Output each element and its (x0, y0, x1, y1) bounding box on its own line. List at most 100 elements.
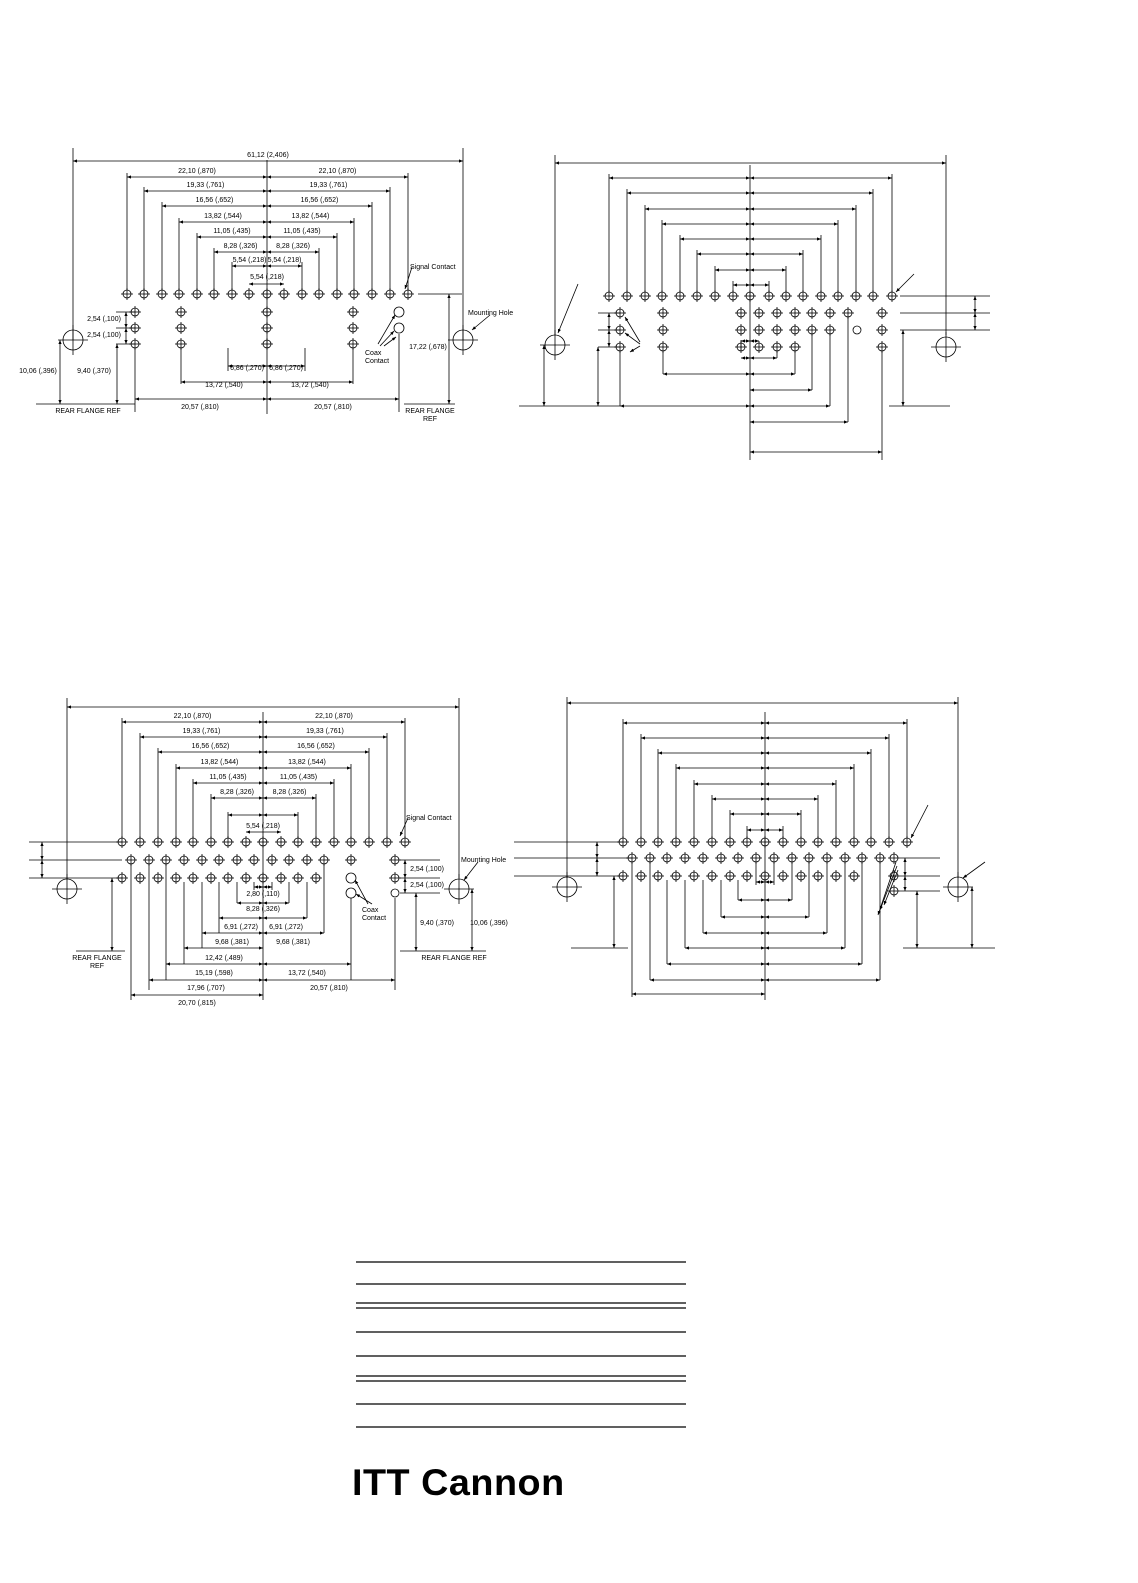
overall-dimension-label: 61,12 (2,406) (247, 152, 289, 159)
dimension-label: 20,70 (,815) (178, 1000, 216, 1007)
dimension-label: 6,86 (,270) (230, 365, 264, 372)
dimension-label: 22,10 (,870) (178, 168, 216, 175)
rear-flange-label: REAR FLANGE (72, 955, 122, 962)
dimension-label: 22,10 (,870) (174, 713, 212, 720)
dimension-label: 8,28 (,326) (246, 906, 280, 913)
dimension-label: 8,28 (,326) (273, 789, 307, 796)
coax-leader (379, 330, 395, 347)
dimension-label: 13,82 (,544) (201, 759, 239, 766)
dimension-label: 11,05 (,435) (280, 774, 317, 781)
blank-table-lines (356, 1261, 686, 1428)
diagram-bottom-right (514, 697, 995, 1000)
dimension-label: 17,96 (,707) (187, 985, 225, 992)
mounting-hole-leader (557, 283, 579, 334)
dimension-label: 5,54 (,218) (233, 257, 267, 264)
dimension-label: 22,10 (,870) (319, 168, 357, 175)
dimension-label: 17,22 (,678) (409, 344, 447, 351)
dimension-label: 13,72 (,540) (291, 382, 329, 389)
diagram-top-left: 61,12 (2,406) 22,10 (,870) 19,33 (,761) 16,… (19, 148, 513, 423)
dimension-label: 6,91 (,272) (224, 924, 258, 931)
mounting-hole-leader (471, 314, 491, 331)
itt-cannon-logo: ITT Cannon (352, 1462, 565, 1503)
dimension-label: 20,57 (,810) (310, 985, 348, 992)
dimension-label: 11,05 (,435) (283, 228, 320, 235)
dimension-label: 16,56 (,652) (297, 743, 335, 750)
dimension-label: 9,68 (,381) (276, 939, 310, 946)
dimension-label: 2,54 (,100) (87, 332, 121, 339)
coax-contact-pin (393, 306, 405, 318)
coax-contact-pin (345, 887, 357, 899)
coax-contact-label: Contact (365, 358, 389, 365)
dimension-label: 8,28 (,326) (220, 789, 254, 796)
rear-flange-label: REF (90, 963, 104, 970)
dimension-label: 16,56 (,652) (192, 743, 230, 750)
signal-contact-leader (399, 817, 409, 837)
coax-leader (383, 336, 397, 347)
dimension-label: 20,57 (,810) (314, 404, 352, 411)
dimension-label: 9,68 (,381) (215, 939, 249, 946)
dimension-label: 6,91 (,272) (269, 924, 303, 931)
dimension-label: 5,54 (,218) (268, 257, 302, 264)
dimension-label: 11,05 (,435) (209, 774, 246, 781)
coax-leader (629, 345, 641, 353)
dimension-label: 5,54 (,218) (246, 823, 280, 830)
dimension-label: 13,72 (,540) (205, 382, 243, 389)
dimension-label: 19,33 (,761) (183, 728, 221, 735)
dimension-label: 19,33 (,761) (187, 182, 225, 189)
mounting-hole-label: Mounting Hole (461, 857, 506, 864)
contact-pin (852, 325, 862, 335)
signal-contact-leader (910, 804, 929, 839)
coax-leader (624, 316, 641, 343)
diagram-top-right (519, 155, 990, 460)
diagram-bottom-left: 22,10 (,870) 19,33 (,761) 16,56 (,652) 13,8… (29, 698, 508, 1007)
coax-contact-label: Contact (362, 915, 386, 922)
dimension-label: 5,54 (,218) (250, 274, 284, 281)
coax-leader (879, 865, 898, 911)
rear-flange-label: REF (423, 416, 437, 423)
dimension-label: 20,57 (,810) (181, 404, 219, 411)
dimension-label: 2,54 (,100) (410, 866, 444, 873)
signal-contact-leader (895, 273, 915, 293)
dimension-label: 16,56 (,652) (196, 197, 234, 204)
rear-flange-label: REAR FLANGE REF (55, 408, 120, 415)
coax-contact-pin (393, 322, 405, 334)
coax-leader (877, 861, 897, 916)
dimension-label: 12,42 (,489) (205, 955, 243, 962)
signal-contact-leader (404, 266, 413, 290)
coax-contact-label: Coax (365, 350, 382, 357)
dimension-label: 13,82 (,544) (292, 213, 330, 220)
dimension-label: 13,82 (,544) (204, 213, 242, 220)
dimension-label: 9,40 (,370) (420, 920, 454, 927)
coax-contact-pin (345, 872, 357, 884)
dimension-label: 2,54 (,100) (410, 882, 444, 889)
signal-contact-label: Signal Contact (410, 264, 456, 271)
dimension-label: 13,72 (,540) (288, 970, 326, 977)
dimension-label: 19,33 (,761) (306, 728, 344, 735)
dimension-label: 11,05 (,435) (213, 228, 250, 235)
dimension-label: 16,56 (,652) (301, 197, 339, 204)
dimension-label: 13,82 (,544) (288, 759, 326, 766)
dimension-label: 10,06 (,396) (470, 920, 508, 927)
mounting-hole-leader (962, 861, 986, 879)
dimension-label: 22,10 (,870) (315, 713, 353, 720)
rear-flange-label: REAR FLANGE (405, 408, 455, 415)
dimension-label: 10,06 (,396) (19, 368, 57, 375)
mounting-hole-label: Mounting Hole (468, 310, 513, 317)
coax-leader (883, 869, 899, 906)
coax-contact-label: Coax (362, 907, 379, 914)
dimension-label: 8,28 (,326) (224, 243, 258, 250)
dimension-label: 19,33 (,761) (310, 182, 348, 189)
coax-leader (355, 893, 373, 905)
dimension-label: 2,80 (,110) (246, 891, 279, 898)
dimension-label: 2,54 (,100) (87, 316, 121, 323)
rear-flange-label: REAR FLANGE REF (421, 955, 486, 962)
dimension-label: 8,28 (,326) (276, 243, 310, 250)
signal-contact-label: Signal Contact (406, 815, 452, 822)
mounting-hole-leader (463, 861, 479, 881)
contact-pin (390, 888, 400, 898)
dimension-label: 6,86 (,270) (269, 365, 303, 372)
coax-leader (624, 332, 641, 345)
dimension-label: 9,40 (,370) (77, 368, 111, 375)
dimension-label: 15,19 (,598) (195, 970, 233, 977)
